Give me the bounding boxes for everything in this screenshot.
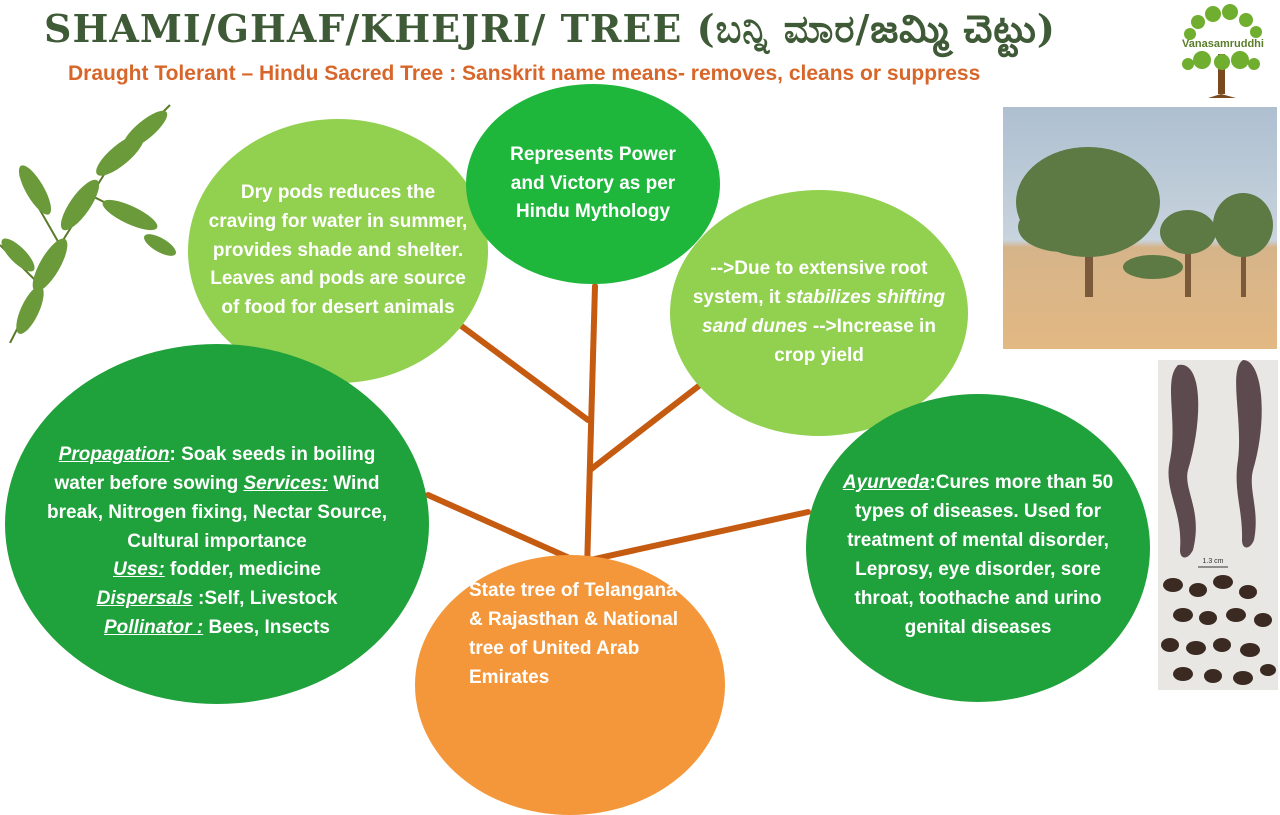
power-node: Represents Power and Victory as per Hind… [466, 84, 720, 284]
pollinator-value: Bees, Insects [203, 617, 330, 639]
dry-pods-text: Dry pods reduces the craving for water i… [208, 181, 468, 319]
branch-propagation [425, 492, 588, 568]
pods-seeds-photo: 1.3 cm [1158, 360, 1278, 690]
logo-text: Vanasamruddhi [1182, 38, 1264, 50]
root-line-1: -->Due to extensive root system, it [692, 258, 928, 309]
pollinator-label: Pollinator : [104, 617, 204, 639]
branch-ayurveda [587, 509, 811, 563]
root-line-2: -->Increase in crop yield [774, 316, 936, 366]
uses-value: fodder, medicine [164, 559, 321, 581]
leaf-photo [0, 95, 178, 343]
ayurveda-value: :Cures more than 50 types of diseases. U… [847, 472, 1114, 638]
uses-label: Uses: [112, 559, 165, 581]
dispersals-label: Dispersals [96, 588, 193, 610]
branch-root [587, 382, 703, 473]
tree-logo-icon [1182, 4, 1262, 98]
logo [1168, 2, 1278, 98]
root-italic: stabilizes shifting sand dunes [702, 287, 946, 337]
propagation-value: : Soak seeds in boiling water before sow… [54, 443, 376, 494]
state-tree-text: State tree of Telangana & Rajasthan & Na… [469, 580, 679, 688]
ayurveda-node: Ayurveda:Cures more than 50 types of dis… [806, 394, 1150, 702]
ayurveda-text: Ayurveda:Cures more than 50 types of dis… [834, 469, 1122, 642]
page-subtitle: Draught Tolerant – Hindu Sacred Tree : S… [68, 62, 981, 85]
services-label: Services: [243, 472, 328, 494]
scale-label: 1.3 cm [1202, 558, 1223, 565]
dry-pods-node: Dry pods reduces the craving for water i… [188, 119, 488, 383]
desert-tree-photo [1003, 107, 1277, 349]
ayurveda-label: Ayurveda [842, 472, 930, 494]
root-node: -->Due to extensive root system, it stab… [670, 190, 968, 436]
propagation-label: Propagation [58, 443, 170, 465]
dispersals-value: :Self, Livestock [192, 588, 338, 610]
page-title: SHAMI/GHAF/KHEJRI/ TREE (ಬನ್ನಿ ಮಾರ/జమ్మి… [44, 6, 1056, 51]
propagation-text: Propagation: Soak seeds in boiling water… [35, 441, 399, 643]
state-tree-node: State tree of Telangana & Rajasthan & Na… [415, 555, 725, 815]
propagation-node: Propagation: Soak seeds in boiling water… [5, 344, 429, 704]
services-value: Wind break, Nitrogen fixing, Nectar Sour… [47, 472, 387, 552]
power-text: Represents Power and Victory as per Hind… [510, 143, 676, 223]
root-text: -->Due to extensive root system, it stab… [692, 255, 946, 371]
branch-dry-pods [457, 322, 591, 423]
